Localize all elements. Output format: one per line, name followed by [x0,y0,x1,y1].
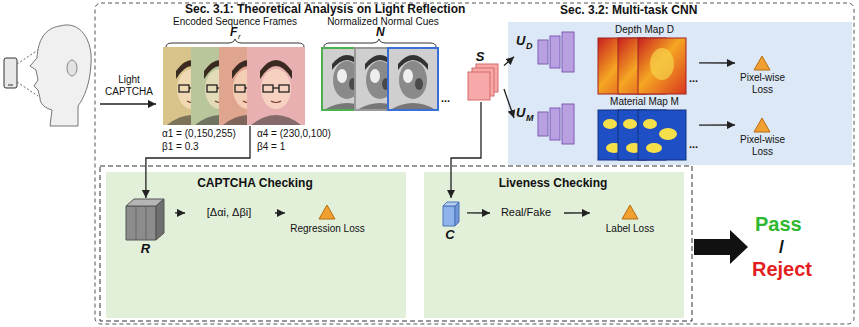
parameter-label: α1 = (0,150,255) [162,128,236,140]
loss-triangle [754,56,770,70]
section-title: Sec. 3.1: Theoretical Analysis on Light … [185,3,465,17]
decoder-block: UM [514,100,584,148]
flow-arrow [564,212,590,213]
depth-maps [598,38,686,94]
checking-frame [100,166,692,321]
loss-triangle [622,205,638,219]
result-pass: Pass [755,213,802,236]
regressor-block [126,199,164,240]
check-panel: CAPTCHA CheckingR [Δαi, Δβi] Regression Lo… [106,172,406,318]
light-arrow [100,103,156,104]
decoder-block: UD [514,28,584,76]
ellipsis: ... [689,72,698,85]
flow-arrow [467,212,490,213]
brace [166,39,304,47]
ellipsis: ... [689,138,698,151]
output-node: Real/Fake [490,204,564,222]
node-text: Label Loss [590,223,670,235]
node-text: M [526,113,534,123]
head-illustration [30,25,91,126]
loss-triangle [319,205,335,219]
loss-node: Regression Loss [285,200,372,246]
encoded-frames [163,47,305,125]
frames-group: Encoded Sequence FramesFr [160,16,310,126]
arrow-label: Light CAPTCHA [102,74,156,97]
node-text: U [516,106,525,121]
result-separator: / [779,237,784,258]
flow-arrow [275,212,285,213]
section-title: Sec. 3.2: Multi-task CNN [560,4,697,18]
ellipsis: ... [441,92,450,105]
parameter-label: α4 = (230,0,100) [257,128,331,140]
flow-arrow [504,57,514,66]
classifier-block [443,202,459,226]
node-text: Depth Map D [592,24,697,36]
flow-arrow [504,89,514,118]
node-text: R [118,242,173,257]
normals-group: Normalized Normal CuesN [318,16,450,126]
node-text: [Δαi, Δβi] [185,206,273,219]
result-reject: Reject [752,258,812,281]
flow-arrow [699,62,735,63]
node-text: Pixel-wise Loss [735,72,790,95]
decoder-stack [538,32,574,72]
feature-block: S [458,50,504,102]
feature-stack [468,64,498,100]
panel-fill [424,172,684,318]
check-panel: Liveness CheckingC Real/FakeLabel Loss [424,172,684,318]
node-text: CAPTCHA Checking [106,177,404,191]
node-text: U [516,34,525,49]
network-block: R [118,198,175,260]
node-text: Pixel-wise Loss [735,134,790,157]
flow-arrow [451,102,481,198]
map-group: Material Map M [592,96,699,164]
panel-fills [106,172,684,318]
loss-node: Label Loss [590,200,672,246]
output-node: [Δαi, Δβi] [185,204,275,222]
material-maps [598,110,686,160]
node-text: Liveness Checking [424,177,682,191]
node-text: S [458,50,502,65]
normal-cues [322,48,438,110]
node-text: D [526,41,533,51]
outer-frame [95,3,854,324]
loss-triangle [754,118,770,132]
flow-arrow [699,124,735,125]
parameter-label: β1 = 0.3 [162,141,199,153]
node-text: Material Map M [592,96,697,108]
node-text: Regression Loss [285,223,370,235]
parameter-label: β4 = 1 [257,141,285,153]
node-text: Real/Fake [490,206,562,219]
decoder-stack [538,104,574,144]
map-group: Depth Map D [592,24,699,96]
node-text: C [435,228,465,243]
multitask-panel [508,22,852,165]
network-block: C [435,198,467,253]
flow-arrow [175,212,185,213]
phone-icon [4,50,38,96]
node-text: r [238,32,241,41]
brace [324,39,436,47]
node-text: N [376,26,385,40]
loss-node: Pixel-wise Loss [735,52,792,100]
node-text: F [230,26,237,40]
panel-fill [106,172,406,318]
result-arrow [694,230,748,264]
loss-node: Pixel-wise Loss [735,114,792,162]
